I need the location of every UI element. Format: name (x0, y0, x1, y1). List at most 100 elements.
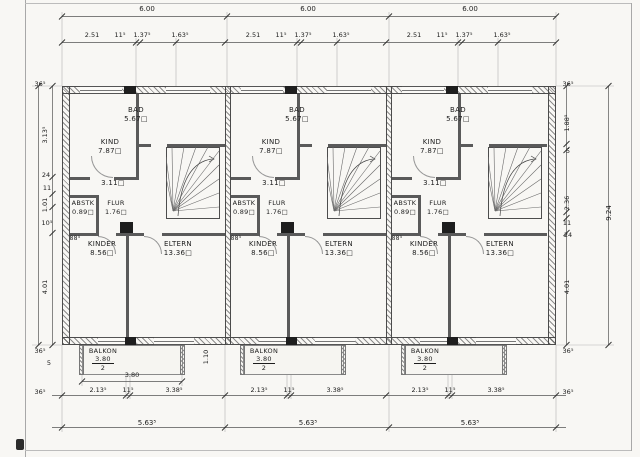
partition-wall (297, 94, 300, 177)
dimension-label: 2.36 (563, 195, 571, 211)
scan-frame-bottom (25, 450, 631, 451)
dimension-label: 24 (563, 231, 573, 239)
dimension-label: 3.13⁵ (41, 126, 49, 144)
dimension-label: 3.80 (124, 371, 140, 379)
partition-wall (275, 177, 300, 180)
partition-wall (328, 144, 386, 147)
dimension-label: 4.01 (41, 279, 49, 295)
dimension-label: 6.00 (139, 5, 155, 13)
balcony-rail (180, 345, 185, 375)
dimension-label: 11⁵ (283, 386, 295, 394)
window-icon (402, 86, 444, 94)
room-label-kind: KIND 7.87□ (420, 138, 444, 155)
apartment-unit-2: BAD 5.67□ KIND 7.87□ 3.11□ ABSTK 0.89□ F… (231, 86, 386, 375)
wall-exterior-top (62, 86, 556, 94)
staircase-icon (488, 147, 542, 219)
door-swing-arc (252, 156, 274, 178)
chimney-flue (124, 86, 136, 94)
window-icon (488, 86, 532, 94)
chimney-flue (120, 222, 133, 233)
dimension-label: 6.00 (300, 5, 316, 13)
dimension-label: 2.13⁵ (89, 386, 107, 394)
room-label-kinder: KINDER 8.56□ (248, 240, 278, 257)
dimension-label: 36⁵ (34, 347, 46, 355)
dimension-label: 4.01 (563, 279, 571, 295)
dimension-label: 1.37⁵ (455, 31, 473, 39)
dimension-label: 36⁵ (562, 388, 574, 396)
partition-wall (167, 144, 225, 147)
chimney-flue (447, 337, 458, 345)
dimension-label: 2.51 (406, 31, 422, 39)
chimney-flue (286, 337, 297, 345)
dimension-label: 2.13⁵ (250, 386, 268, 394)
staircase-icon (327, 147, 381, 219)
partition-wall (277, 233, 305, 236)
balcony-rail (401, 345, 406, 375)
dimension-label: 36⁵ (562, 347, 574, 355)
dimension-label: 5.63⁵ (298, 419, 318, 427)
door-swing-arc (91, 156, 113, 178)
partition-wall (162, 233, 225, 236)
dimension-label: 11⁵ (275, 31, 287, 39)
partition-wall (116, 233, 144, 236)
partition-wall (392, 177, 412, 180)
partition-wall (96, 195, 99, 236)
partition-wall (70, 233, 98, 236)
room-label-eltern: ELTERN 13.36□ (324, 240, 354, 257)
partition-wall (136, 94, 139, 177)
partition-wall (323, 233, 386, 236)
balcony-rail (502, 345, 507, 375)
dimension-label: 11 (42, 184, 52, 192)
chimney-flue (446, 86, 458, 94)
balcony-rail (341, 345, 346, 375)
dimension-label: 1.88⁵ (563, 114, 571, 132)
window-icon (80, 86, 122, 94)
room-label-eltern: ELTERN 13.36□ (163, 240, 193, 257)
partition-wall (70, 177, 90, 180)
dimension-label: 5.63⁵ (460, 419, 480, 427)
wall-party-2 (386, 86, 392, 345)
balcony (243, 345, 344, 375)
scan-frame-left (25, 0, 26, 457)
hall-area-label: 3.11□ (262, 179, 286, 187)
partition-wall (231, 233, 259, 236)
window-icon (327, 86, 371, 94)
room-label-abstk: ABSTK 0.89□ (232, 199, 256, 216)
window-icon (241, 86, 283, 94)
dimension-label: 1.63⁵ (493, 31, 511, 39)
room-label-bad: BAD 5.67□ (446, 106, 470, 123)
partition-wall (300, 144, 312, 147)
balcony-rail (79, 345, 84, 375)
window-icon (166, 86, 210, 94)
balcony-rail (240, 345, 245, 375)
balcony-door-icon (98, 337, 136, 345)
partition-wall (448, 236, 451, 337)
dimension-label: 11⁵ (444, 386, 456, 394)
partition-wall (392, 233, 420, 236)
chimney-flue (125, 337, 136, 345)
room-label-flur: FLUR 1.76□ (104, 199, 128, 216)
partition-wall (257, 195, 260, 236)
dimension-label: 36⁵ (34, 80, 46, 88)
dimension-label: 1.63⁵ (332, 31, 350, 39)
room-label-bad: BAD 5.67□ (285, 106, 309, 123)
scan-frame-top (25, 3, 631, 4)
dimension-label: 24 (41, 171, 51, 179)
balcony (82, 345, 183, 375)
door-swing-arc (413, 156, 435, 178)
partition-wall (287, 236, 290, 337)
dimension-label: 11⁵ (114, 31, 126, 39)
dimension-label: 2.13⁵ (411, 386, 429, 394)
dimension-label: 1.37⁵ (294, 31, 312, 39)
dimension-label: 36⁵ (562, 80, 574, 88)
room-label-flur: FLUR 1.76□ (426, 199, 450, 216)
chimney-flue (285, 86, 297, 94)
hall-area-label: 3.11□ (101, 179, 125, 187)
dimension-label: 1.10 (202, 349, 210, 365)
room-label-abstk: ABSTK 0.89□ (71, 199, 95, 216)
dimension-label: 1.63⁵ (171, 31, 189, 39)
window-icon (154, 337, 194, 345)
apartment-unit-3: BAD 5.67□ KIND 7.87□ 3.11□ ABSTK 0.89□ F… (392, 86, 547, 375)
partition-wall (461, 144, 473, 147)
room-label-kinder: KINDER 8.56□ (409, 240, 439, 257)
